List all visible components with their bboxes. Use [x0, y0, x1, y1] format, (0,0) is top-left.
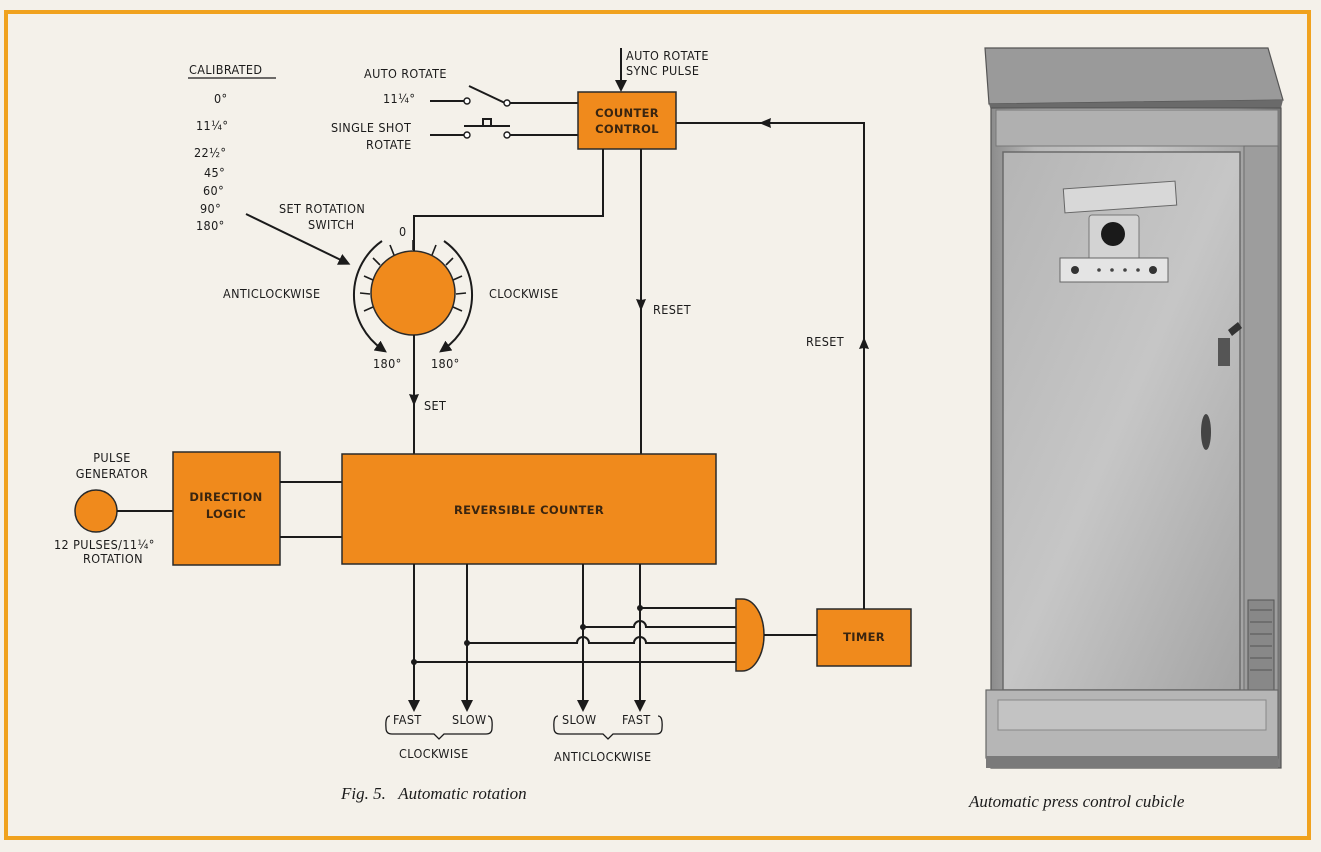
output-lines [411, 564, 736, 706]
svg-text:COUNTER: COUNTER [595, 106, 659, 120]
cubicle-photo [960, 40, 1305, 780]
reset-arrow [636, 299, 646, 311]
direction-logic-block: DIRECTION LOGIC [173, 452, 280, 565]
door-handle-icon [1218, 338, 1230, 366]
set-rotation-switch[interactable]: SET ROTATION SWITCH 0 ANTICLOCKWISE CLOC… [223, 201, 559, 371]
and-gate [736, 599, 764, 671]
svg-text:CONTROL: CONTROL [595, 122, 659, 136]
clockwise-label: CLOCKWISE [489, 286, 559, 301]
calibrated-value: 22½° [194, 145, 226, 160]
single-shot-label: SINGLE SHOT [331, 120, 411, 135]
auto-rotate-switch[interactable]: AUTO ROTATE 11¼° [364, 66, 578, 106]
door-lock-icon [1201, 414, 1211, 450]
svg-text:ANTICLOCKWISE: ANTICLOCKWISE [554, 749, 651, 764]
svg-text:SLOW: SLOW [452, 712, 487, 727]
calibrated-value: 180° [196, 218, 225, 233]
anticlockwise-label: ANTICLOCKWISE [223, 286, 320, 301]
svg-text:GENERATOR: GENERATOR [76, 466, 149, 481]
auto-rotate-label: AUTO ROTATE [364, 66, 447, 81]
reversible-counter-block: REVERSIBLE COUNTER [342, 454, 716, 564]
clockwise-limit: 180° [431, 356, 460, 371]
svg-text:12 PULSES/11¼°: 12 PULSES/11¼° [54, 537, 155, 552]
svg-text:REVERSIBLE COUNTER: REVERSIBLE COUNTER [454, 503, 604, 517]
sync-label: SYNC PULSE [626, 63, 699, 78]
switch-zero-label: 0 [399, 224, 407, 239]
sync-label: AUTO ROTATE [626, 48, 709, 63]
reset-center-label: RESET [653, 302, 691, 317]
svg-text:ROTATION: ROTATION [83, 551, 143, 566]
anticlockwise-limit: 180° [373, 356, 402, 371]
single-shot-switch[interactable]: SINGLE SHOT ROTATE [331, 119, 578, 152]
calibrated-value: 11¼° [196, 118, 228, 133]
calibrated-value: 60° [203, 183, 224, 198]
photo-caption: Automatic press control cubicle [968, 792, 1185, 811]
counter-control-block: COUNTER CONTROL [578, 92, 676, 149]
set-label: SET [424, 398, 446, 413]
output-labels: FAST SLOW CLOCKWISE SLOW FAST ANTICLOCKW… [386, 712, 662, 764]
sync-pulse-input: AUTO ROTATE SYNC PULSE [621, 48, 709, 86]
auto-rotate-angle: 11¼° [383, 91, 415, 106]
timer-block: TIMER [817, 609, 911, 666]
reset-right-label: RESET [806, 334, 844, 349]
svg-text:LOGIC: LOGIC [206, 507, 246, 521]
single-shot-label: ROTATE [366, 137, 412, 152]
calibrated-value: 45° [204, 165, 225, 180]
set-arrow [409, 394, 419, 406]
figure-caption: Fig. 5. Automatic rotation [340, 784, 527, 803]
switch-label: SET ROTATION [279, 201, 365, 216]
pulse-generator: PULSE GENERATOR 12 PULSES/11¼° ROTATION [54, 450, 155, 566]
svg-text:SLOW: SLOW [562, 712, 597, 727]
reset-up-arrow [859, 337, 869, 349]
svg-text:TIMER: TIMER [843, 630, 885, 644]
wire-control-to-switch [414, 149, 603, 251]
calibrated-value: 0° [214, 91, 228, 106]
reset-left-arrow [759, 118, 771, 128]
switch-label: SWITCH [308, 217, 354, 232]
calibrated-value: 90° [200, 201, 221, 216]
indicator-lamp-icon [1101, 222, 1125, 246]
svg-text:CLOCKWISE: CLOCKWISE [399, 746, 469, 761]
svg-text:DIRECTION: DIRECTION [189, 490, 262, 504]
rotation-knob [371, 251, 455, 335]
svg-text:FAST: FAST [393, 712, 422, 727]
svg-text:PULSE: PULSE [93, 450, 131, 465]
calibrated-title: CALIBRATED [189, 62, 263, 77]
svg-text:FAST: FAST [622, 712, 651, 727]
calibrated-list: CALIBRATED 0° 11¼° 22½° 45° 60° 90° 180° [188, 62, 276, 233]
